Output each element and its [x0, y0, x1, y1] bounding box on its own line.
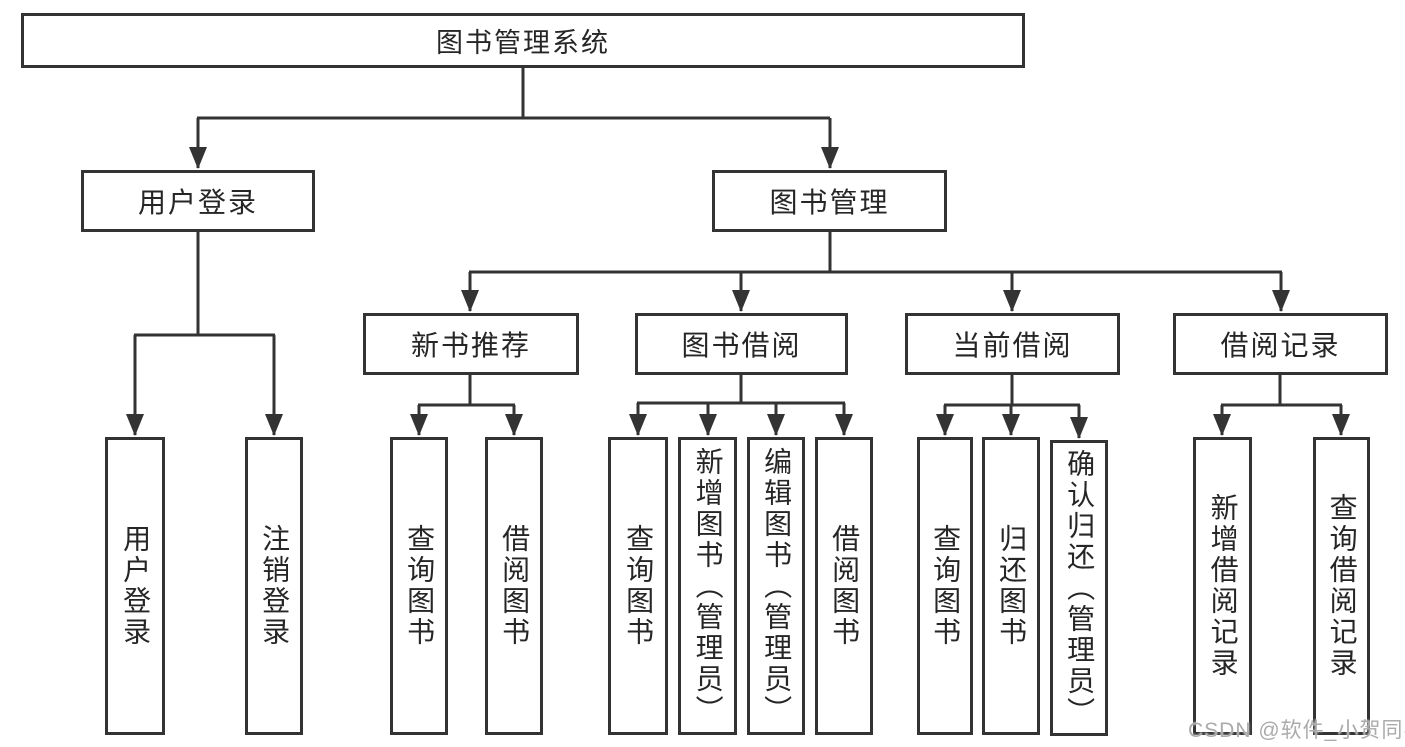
node-current-borrowing-label: 当前借阅 [952, 330, 1073, 361]
node-book-borrowing-label: 图书借阅 [681, 330, 802, 361]
node-root-label: 图书管理系统 [436, 28, 610, 58]
leaf-add-books-admin: 新增图书（管理员） [678, 437, 737, 735]
node-new-book-recommend-label: 新书推荐 [410, 330, 531, 361]
leaf-add-borrow-record-label: 新增借阅记录 [1207, 493, 1239, 679]
node-user-login: 用户登录 [81, 170, 315, 232]
leaf-recommend-query-books-label: 查询图书 [404, 524, 436, 648]
leaf-add-borrow-record: 新增借阅记录 [1193, 437, 1252, 735]
leaf-user-login-label: 用户登录 [120, 524, 152, 648]
leaf-borrowing-query-books: 查询图书 [608, 437, 668, 735]
csdn-watermark: CSDN @软件_小贺同学 [1188, 719, 1405, 742]
leaf-query-borrow-record: 查询借阅记录 [1313, 437, 1370, 735]
leaf-edit-books-admin: 编辑图书（管理员） [747, 437, 805, 735]
leaf-recommend-borrow-books-label: 借阅图书 [499, 524, 531, 648]
node-book-borrowing: 图书借阅 [635, 313, 848, 375]
leaf-add-books-admin-label: 新增图书（管理员） [692, 446, 724, 726]
leaf-confirm-return-admin-label: 确认归还（管理员） [1064, 448, 1096, 728]
node-root: 图书管理系统 [21, 13, 1025, 68]
leaf-current-query-books: 查询图书 [917, 437, 973, 735]
node-current-borrowing: 当前借阅 [905, 313, 1120, 375]
leaf-recommend-query-books: 查询图书 [390, 437, 448, 735]
leaf-return-books: 归还图书 [982, 437, 1040, 735]
leaf-current-query-books-label: 查询图书 [930, 524, 962, 648]
leaf-query-borrow-record-label: 查询借阅记录 [1326, 493, 1358, 679]
node-book-management-label: 图书管理 [769, 187, 890, 218]
leaf-return-books-label: 归还图书 [996, 524, 1028, 648]
node-user-login-label: 用户登录 [137, 187, 258, 218]
leaf-logout: 注销登录 [245, 437, 303, 735]
node-borrowing-records: 借阅记录 [1173, 313, 1388, 375]
leaf-borrowing-borrow-books: 借阅图书 [815, 437, 873, 735]
leaf-logout-label: 注销登录 [259, 524, 291, 648]
node-borrowing-records-label: 借阅记录 [1220, 330, 1341, 361]
leaf-recommend-borrow-books: 借阅图书 [485, 437, 543, 735]
leaf-confirm-return-admin: 确认归还（管理员） [1050, 440, 1108, 736]
node-book-management: 图书管理 [712, 170, 947, 232]
node-new-book-recommend: 新书推荐 [363, 313, 579, 375]
leaf-borrowing-borrow-books-label: 借阅图书 [829, 524, 861, 648]
leaf-borrowing-query-books-label: 查询图书 [623, 524, 655, 648]
leaf-user-login: 用户登录 [105, 437, 165, 735]
leaf-edit-books-admin-label: 编辑图书（管理员） [761, 446, 793, 726]
